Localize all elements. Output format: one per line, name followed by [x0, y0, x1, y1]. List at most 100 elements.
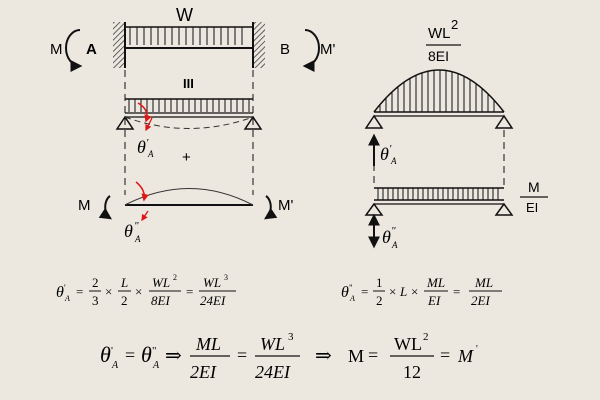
rect-label: M EI [520, 179, 548, 215]
moment-label-right: M' [320, 41, 335, 58]
svg-text:': ' [389, 143, 392, 155]
svg-text:A: A [111, 360, 119, 371]
theta-a-prime-label-2: θ ' A [380, 143, 397, 166]
svg-text:24EI: 24EI [200, 293, 226, 308]
svg-text:M: M [457, 346, 474, 366]
svg-text:': ' [64, 283, 66, 293]
pin-support-left-4 [364, 202, 384, 216]
svg-text:': ' [111, 345, 113, 357]
svg-text:12: 12 [403, 362, 421, 382]
moment-label-left-2: M [78, 197, 91, 214]
plus-sign: + [182, 149, 191, 166]
svg-text:A: A [390, 156, 397, 166]
svg-text:2: 2 [451, 17, 458, 32]
parabola-label: WL 2 8EI [426, 17, 461, 64]
moment-label-left: M [50, 41, 63, 58]
svg-text:": " [152, 345, 157, 357]
moment-arrow-right [302, 29, 320, 72]
svg-text:×: × [411, 284, 418, 299]
svg-text:WL: WL [260, 334, 285, 354]
svg-text:θ: θ [141, 342, 152, 367]
theta-a-dprime-label: θ " A [124, 220, 141, 244]
equation-final: θ ' A = θ " A ⇒ ML 2EI = WL 3 24EI ⇒ M =… [100, 331, 478, 382]
moment-arrow-left [65, 29, 83, 72]
svg-text:': ' [476, 344, 478, 355]
moment-label-right-2: M' [278, 197, 293, 214]
svg-text:3: 3 [288, 331, 294, 343]
svg-text:L: L [120, 275, 128, 290]
equation-theta-a-prime: θ ' A = 2 3 × L 2 × WL 2 8EI = WL 3 24EI [56, 273, 236, 308]
svg-text:⇒: ⇒ [165, 345, 182, 367]
svg-text:": " [349, 283, 353, 293]
svg-text:ML: ML [474, 275, 493, 290]
svg-text:": " [134, 220, 139, 232]
pin-support-right-3 [494, 114, 514, 129]
svg-text:=: = [237, 345, 247, 365]
svg-text:': ' [146, 137, 149, 149]
svg-text:=: = [368, 345, 378, 365]
svg-text:2: 2 [121, 293, 128, 308]
svg-text:θ: θ [56, 284, 64, 301]
svg-text:1: 1 [376, 275, 383, 290]
svg-text:×: × [389, 284, 396, 299]
pin-support-right-4 [494, 202, 514, 216]
svg-text:=: = [186, 284, 193, 299]
equivalence-sign: III [183, 76, 194, 91]
deflected-shape [124, 116, 254, 129]
svg-text:θ: θ [100, 342, 111, 367]
svg-text:A: A [64, 294, 70, 303]
moment-arrow-left-2 [98, 195, 113, 220]
svg-text:2: 2 [376, 293, 383, 308]
support-label-b: B [280, 41, 290, 58]
svg-text:A: A [349, 294, 355, 303]
svg-text:M: M [528, 179, 540, 195]
svg-text:WL: WL [394, 334, 422, 354]
svg-text:2EI: 2EI [190, 362, 217, 382]
svg-text:=: = [125, 345, 135, 365]
simple-beam-loaded: θ ' A + [115, 98, 263, 166]
conjugate-beam-rectangular: M EI θ " A [364, 179, 548, 250]
svg-text:=: = [453, 284, 460, 299]
svg-text:8EI: 8EI [428, 48, 449, 64]
moment-arrow-right-2 [263, 195, 278, 220]
svg-text:EI: EI [427, 293, 441, 308]
svg-text:M: M [348, 346, 364, 366]
wall-right [253, 22, 265, 68]
svg-text:2: 2 [423, 331, 429, 343]
svg-text:A: A [152, 360, 160, 371]
svg-text:EI: EI [526, 200, 538, 215]
rotation-arrow [137, 102, 152, 123]
svg-text:θ: θ [380, 144, 389, 164]
svg-text:WL: WL [428, 25, 451, 42]
svg-text:A: A [147, 149, 154, 159]
svg-text:×: × [105, 284, 112, 299]
svg-text:3: 3 [92, 293, 99, 308]
svg-text:ML: ML [195, 334, 221, 354]
svg-text:A: A [391, 240, 398, 250]
svg-text:2: 2 [92, 275, 99, 290]
distributed-load [126, 26, 252, 45]
pin-support-left [115, 115, 135, 130]
pin-support-right [243, 115, 263, 130]
svg-text:θ: θ [137, 137, 146, 157]
svg-text:θ: θ [124, 221, 133, 241]
load-label: W [176, 5, 193, 25]
svg-text:24EI: 24EI [255, 362, 291, 382]
svg-text:×: × [135, 284, 142, 299]
svg-text:L: L [399, 284, 407, 299]
theta-a-prime-label: θ ' A [137, 137, 154, 159]
conjugate-beam-parabolic: WL 2 8EI θ ' A [364, 17, 514, 166]
theta-a-dprime-label-2: θ " A [382, 225, 398, 250]
svg-text:WL: WL [203, 275, 221, 290]
deflected-shape-2 [124, 188, 254, 206]
svg-text:A: A [134, 234, 141, 244]
svg-text:2EI: 2EI [471, 293, 490, 308]
svg-text:⇒: ⇒ [315, 345, 332, 367]
svg-text:": " [391, 225, 396, 237]
support-label-a: A [86, 41, 97, 58]
svg-text:θ: θ [341, 284, 349, 301]
svg-text:WL: WL [152, 275, 170, 290]
svg-text:=: = [440, 345, 450, 365]
fixed-beam: W M A B M' [50, 5, 335, 72]
